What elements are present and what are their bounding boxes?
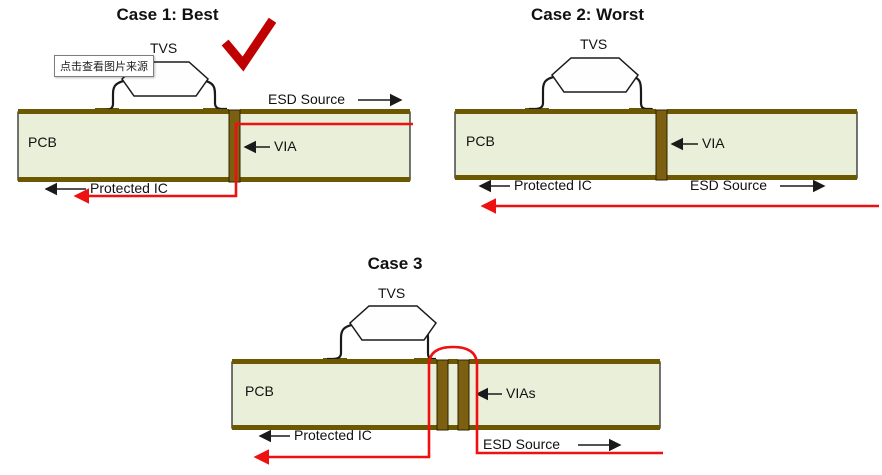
case3-pcb-label: PCB [245,383,274,399]
case2-tvs-package [551,57,639,93]
case2-via-label: VIA [702,135,725,151]
case3-top-trace-right [469,359,660,364]
case3-tvs-lead-left [327,322,358,361]
checkmark-icon [221,17,277,72]
case2-esd-source-label: ESD Source [690,177,768,193]
case2-tvs-lead-left [529,74,560,111]
case1-via-label: VIA [274,138,297,154]
case2-via [655,109,668,181]
case1-esd-source-label: ESD Source [268,91,346,107]
case1-pcb-label: PCB [28,134,57,150]
case3-tvs-package [349,305,437,341]
image-source-tooltip[interactable]: 点击查看图片来源 [54,55,154,77]
case2-tvs-label: TVS [580,36,608,52]
case1-tvs-lead-right [200,78,227,111]
case2-top-trace-left [455,109,656,114]
case1-protected-ic-label: Protected IC [90,180,168,196]
case1-tvs-label: TVS [150,40,178,56]
case2-top-trace-right [667,109,857,114]
case3-tvs-label: TVS [378,285,406,301]
case1-top-trace-left [18,109,229,114]
case1-esd-current-path [73,122,413,204]
case2-tvs-lead-right [630,74,652,111]
case1-bottom-trace [18,177,410,182]
case1-diagram [17,17,413,204]
case3-top-trace-left [232,359,437,364]
case1-tvs-lead-left [99,78,130,112]
case1-title: Case 1: Best [116,5,219,24]
case3-via-right [457,359,470,431]
case3-diagram [231,305,663,465]
case2-diagram [454,57,879,214]
case2-protected-ic-label: Protected IC [514,177,592,193]
case3-esd-current-path [253,345,663,465]
case2-title: Case 2: Worst [530,5,645,24]
case1-via [228,109,241,183]
case1-top-trace-right [240,109,410,114]
case1-pcb-body [17,111,411,181]
case2-pcb-label: PCB [466,133,495,149]
case3-top-trace-mid [448,359,458,364]
case3-vias-label: VIAs [506,385,536,401]
case3-protected-ic-label: Protected IC [294,427,372,443]
case3-esd-source-label: ESD Source [483,436,561,452]
case3-title: Case 3 [367,254,423,273]
case3-via-left [436,359,449,431]
